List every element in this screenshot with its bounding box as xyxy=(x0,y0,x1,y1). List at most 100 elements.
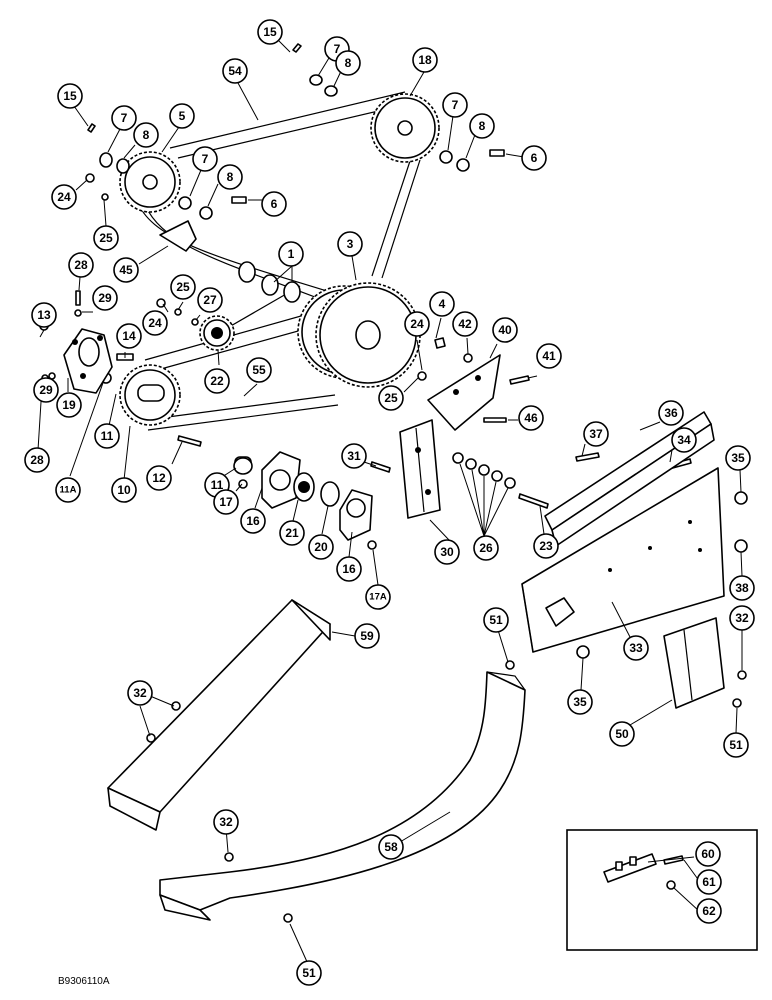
callout-21: 21 xyxy=(279,520,305,546)
callout-32: 32 xyxy=(729,605,755,631)
sprocket-5 xyxy=(119,151,181,213)
callout-label: 55 xyxy=(252,363,266,377)
callout-28: 28 xyxy=(68,252,94,278)
sprocket-18 xyxy=(370,93,440,163)
callout-58: 58 xyxy=(378,834,404,860)
callout-label: 21 xyxy=(285,526,299,540)
callout-36: 36 xyxy=(658,400,684,426)
callout-label: 32 xyxy=(735,611,749,625)
callout-label: 11A xyxy=(60,485,77,496)
callout-label: 41 xyxy=(542,349,556,363)
callout-42: 42 xyxy=(452,311,478,337)
callout-label: 6 xyxy=(531,151,538,165)
callout-label: 8 xyxy=(143,128,150,142)
callout-label: 8 xyxy=(227,170,234,184)
callout-35: 35 xyxy=(567,689,593,715)
callouts: 15 7 8 54 18 15 7 8 5 7 8 6 7 8 6 24 25 … xyxy=(24,19,755,986)
callout-60: 60 xyxy=(695,841,721,867)
callout-26: 26 xyxy=(473,535,499,561)
callout-label: 7 xyxy=(202,152,209,166)
callout-7: 7 xyxy=(111,105,137,131)
callout-label: 26 xyxy=(479,541,493,555)
figure-reference-id: B9306110A xyxy=(58,976,110,987)
callout-54: 54 xyxy=(222,58,248,84)
callout-label: 59 xyxy=(360,629,374,643)
callout-28: 28 xyxy=(24,447,50,473)
callout-45: 45 xyxy=(113,257,139,283)
callout-label: 22 xyxy=(210,374,224,388)
callout-label: 7 xyxy=(334,42,341,56)
callout-label: 38 xyxy=(735,581,749,595)
callout-17: 17 xyxy=(213,489,239,515)
callout-7: 7 xyxy=(442,92,468,118)
callout-24: 24 xyxy=(404,311,430,337)
callout-label: 24 xyxy=(148,316,162,330)
callout-label: 62 xyxy=(702,904,716,918)
callout-label: 20 xyxy=(314,540,328,554)
callout-label: 16 xyxy=(342,562,356,576)
callout-37: 37 xyxy=(583,421,609,447)
callout-22: 22 xyxy=(204,368,230,394)
callout-8: 8 xyxy=(469,113,495,139)
callout-label: 8 xyxy=(479,119,486,133)
callout-55: 55 xyxy=(246,357,272,383)
callout-27: 27 xyxy=(197,287,223,313)
guard-59 xyxy=(107,599,331,831)
callout-15: 15 xyxy=(257,19,283,45)
callout-label: 19 xyxy=(62,398,76,412)
plate-33 xyxy=(521,467,725,653)
callout-label: 6 xyxy=(271,197,278,211)
sprocket-3-pair xyxy=(297,282,421,388)
callout-label: 54 xyxy=(228,64,242,78)
callout-4: 4 xyxy=(429,291,455,317)
callout-5: 5 xyxy=(169,103,195,129)
callout-label: 37 xyxy=(589,427,603,441)
callout-label: 15 xyxy=(63,89,77,103)
callout-18: 18 xyxy=(412,47,438,73)
callout-label: 25 xyxy=(384,391,398,405)
hub-19 xyxy=(63,328,113,394)
callout-51: 51 xyxy=(723,732,749,758)
callout-16: 16 xyxy=(240,508,266,534)
callout-label: 29 xyxy=(98,291,112,305)
callout-label: 5 xyxy=(179,109,186,123)
callout-62: 62 xyxy=(696,898,722,924)
bearing-group xyxy=(233,451,373,541)
callout-label: 51 xyxy=(729,738,743,752)
callout-11a: 11A xyxy=(55,477,81,503)
callout-10: 10 xyxy=(111,477,137,503)
sprocket-22 xyxy=(199,315,235,351)
bracket-30 xyxy=(399,419,441,519)
callout-29: 29 xyxy=(33,377,59,403)
bracket-40 xyxy=(427,354,501,431)
callout-8: 8 xyxy=(133,122,159,148)
callout-40: 40 xyxy=(492,317,518,343)
callout-19: 19 xyxy=(56,392,82,418)
callout-label: 4 xyxy=(439,297,446,311)
callout-35: 35 xyxy=(725,445,751,471)
callout-label: 51 xyxy=(302,966,316,980)
callout-label: 24 xyxy=(410,317,424,331)
callout-30: 30 xyxy=(434,539,460,565)
callout-32: 32 xyxy=(127,680,153,706)
callout-51: 51 xyxy=(483,607,509,633)
callout-1: 1 xyxy=(278,241,304,267)
callout-29: 29 xyxy=(92,285,118,311)
callout-8: 8 xyxy=(335,50,361,76)
callout-label: 7 xyxy=(452,98,459,112)
callout-label: 27 xyxy=(203,293,217,307)
inset-box xyxy=(566,829,758,951)
bracket-50 xyxy=(663,617,725,709)
callout-25: 25 xyxy=(378,385,404,411)
callout-label: 42 xyxy=(458,317,472,331)
sprocket-10 xyxy=(119,364,181,426)
callout-33: 33 xyxy=(623,635,649,661)
callout-20: 20 xyxy=(308,534,334,560)
callout-label: 51 xyxy=(489,613,503,627)
callout-label: 25 xyxy=(176,280,190,294)
callout-25: 25 xyxy=(93,225,119,251)
callout-16: 16 xyxy=(336,556,362,582)
callout-25: 25 xyxy=(170,274,196,300)
callout-24: 24 xyxy=(51,184,77,210)
callout-label: 45 xyxy=(119,263,133,277)
